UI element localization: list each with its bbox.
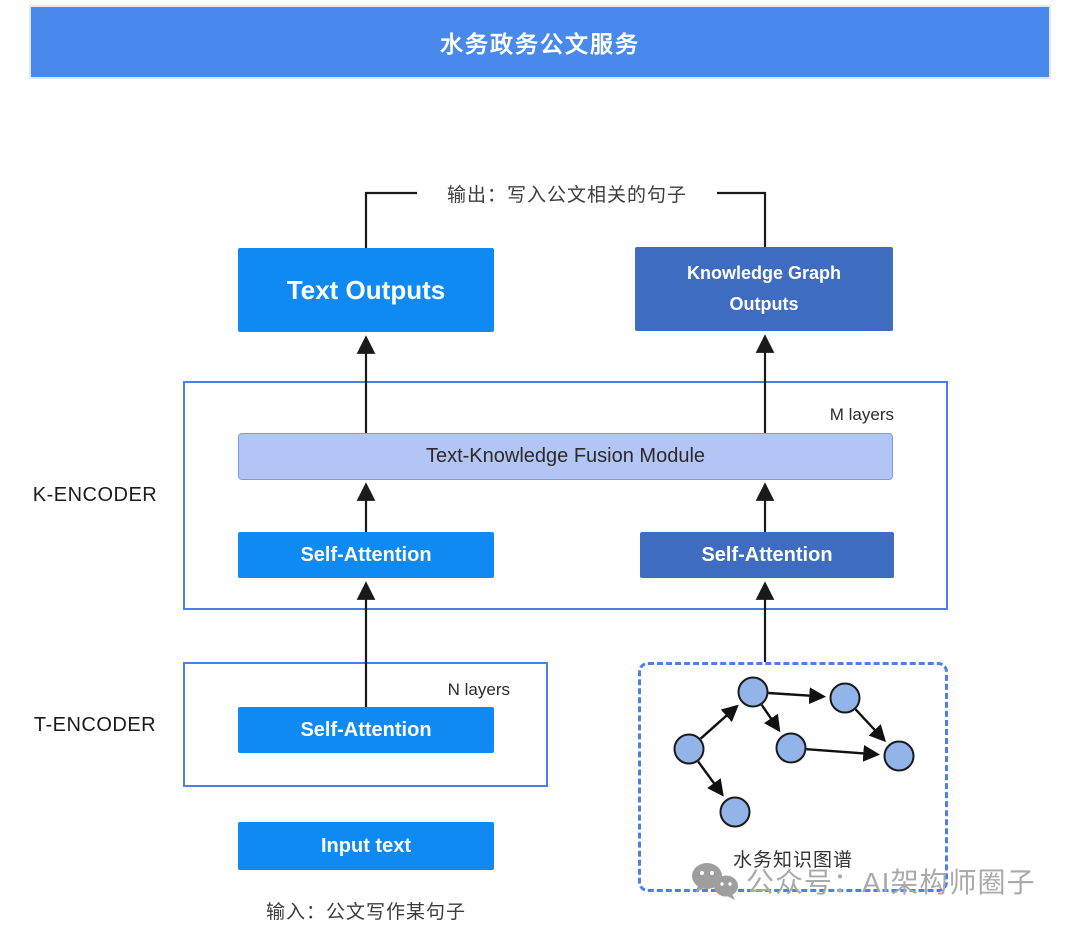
kg-node-n3 <box>673 733 705 765</box>
page-title: 水务政务公文服务 <box>440 31 640 57</box>
self-attention-t-box: Self-Attention <box>238 707 494 753</box>
kg-edge-n1-n4 <box>760 704 781 733</box>
t-encoder-label: T-ENCODER <box>33 714 157 736</box>
k-encoder-label: K-ENCODER <box>32 484 158 506</box>
kg-edge-n3-n6 <box>697 760 724 797</box>
self-attention-k-right-box: Self-Attention <box>640 532 894 578</box>
kg-edge-n4-n5 <box>806 744 881 762</box>
fusion-module-label: Text-Knowledge Fusion Module <box>425 445 706 467</box>
wechat-icon <box>692 863 738 900</box>
text-outputs-box: Text Outputs <box>238 248 494 332</box>
knowledge-graph-outputs-box: Knowledge Graph Outputs <box>635 247 893 331</box>
fusion-module-box: Text-Knowledge Fusion Module <box>238 433 893 480</box>
self-attention-t-label: Self-Attention <box>300 718 432 741</box>
kg-edge-n1-n2 <box>768 687 827 705</box>
text-outputs-label: Text Outputs <box>286 274 446 305</box>
self-attention-k-right-label: Self-Attention <box>701 543 833 566</box>
input-caption: 输入：公文写作某句子 <box>265 902 466 923</box>
kg-node-n1 <box>737 676 769 708</box>
watermark-text: 公众号：AI架构师圈子 <box>746 867 1036 898</box>
kg-node-n4 <box>775 732 807 764</box>
kg-edge-n2-n5 <box>854 708 887 743</box>
self-attention-k-left-label: Self-Attention <box>300 543 432 566</box>
kg-node-n2 <box>829 682 861 714</box>
watermark: 公众号：AI架构师圈子 <box>688 860 1035 902</box>
knowledge-graph-panel: 水务知识图谱 <box>638 662 948 892</box>
knowledge-graph-outputs-label: Knowledge Graph Outputs <box>686 262 841 315</box>
n-layers-label: N layers <box>447 680 510 699</box>
kg-edge-n3-n1 <box>699 704 739 740</box>
input-text-box: Input text <box>238 822 494 870</box>
kg-node-n6 <box>719 796 751 828</box>
m-layers-label: M layers <box>829 405 894 424</box>
input-text-label: Input text <box>321 834 411 857</box>
title-banner: 水务政务公文服务 <box>29 5 1051 79</box>
self-attention-k-left-box: Self-Attention <box>238 532 494 578</box>
kg-node-n5 <box>883 740 915 772</box>
knowledge-graph-caption: 水务知识图谱 <box>732 850 853 871</box>
output-caption: 输出：写入公文相关的句子 <box>417 179 717 207</box>
